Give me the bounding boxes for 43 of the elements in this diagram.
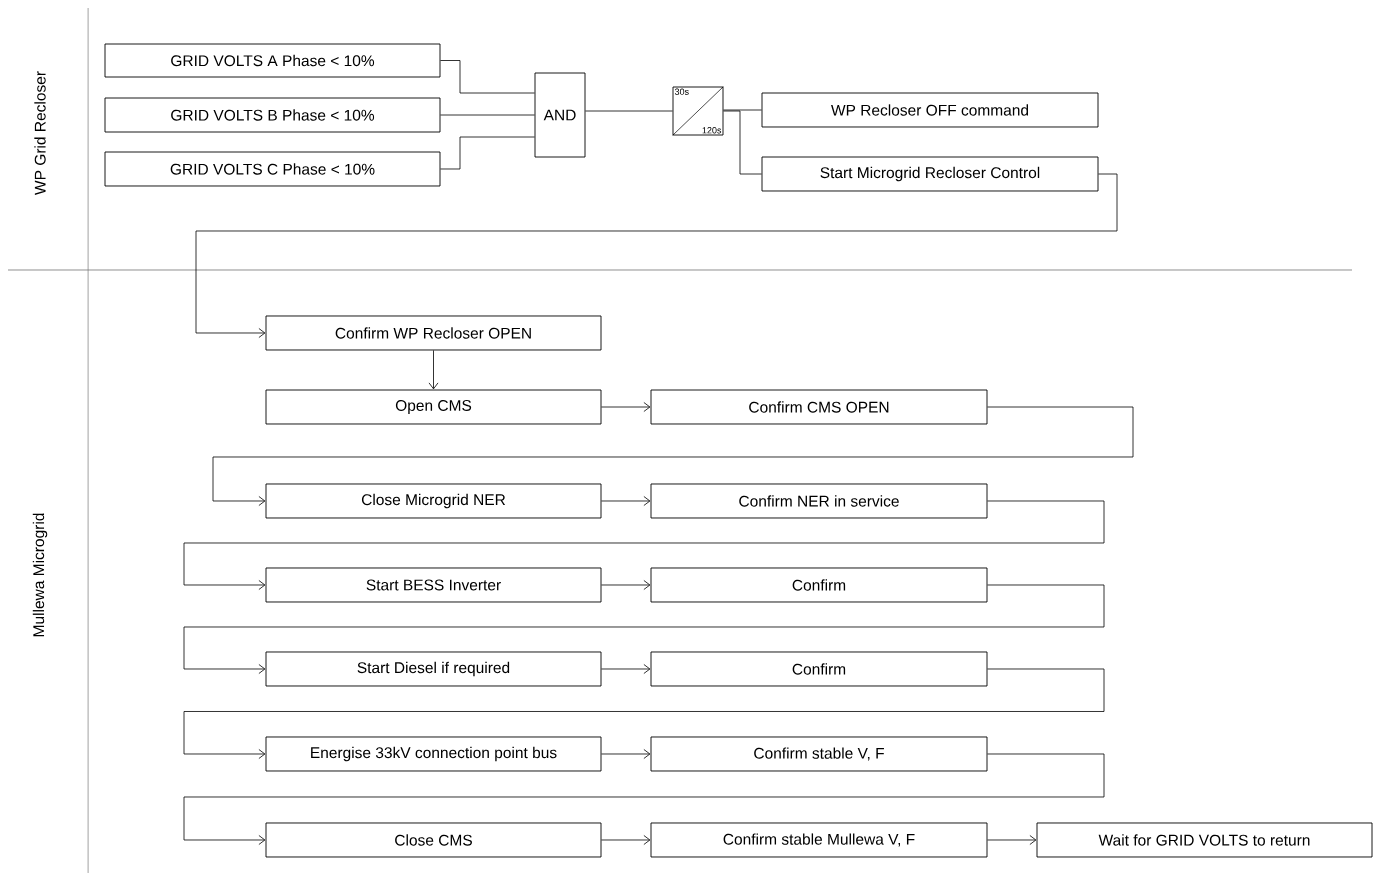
timer-box: 30s 120s <box>672 86 724 136</box>
arrow <box>601 496 651 506</box>
process-box: Confirm WP Recloser OPEN <box>265 315 602 351</box>
process-box: Close Microgrid NER <box>265 483 602 519</box>
connector-line <box>585 110 673 112</box>
arrow <box>601 835 651 845</box>
lane-label: Mullewa Microgrid <box>32 513 48 637</box>
process-box: Start Diesel if required <box>265 651 602 687</box>
process-box: WP Recloser OFF command <box>761 92 1099 128</box>
connector-line <box>440 114 535 116</box>
arrow <box>428 350 439 390</box>
lane-label: WP Grid Recloser <box>34 71 46 195</box>
process-box: Close CMS <box>265 822 602 858</box>
process-box: GRID VOLTS A Phase < 10% <box>104 43 441 78</box>
process-box: GRID VOLTS B Phase < 10% <box>104 97 441 133</box>
arrow <box>601 664 651 674</box>
process-box: Wait for GRID VOLTS to return <box>1036 822 1373 858</box>
process-box: Confirm NER in service <box>650 483 988 519</box>
arrow <box>601 580 651 590</box>
arrow <box>195 173 1118 338</box>
connector-line <box>440 60 535 94</box>
process-box: Confirm CMS OPEN <box>650 389 988 425</box>
process-box: Start BESS Inverter <box>265 567 602 603</box>
connector-line <box>723 110 762 175</box>
process-box: Confirm stable Mullewa V, F <box>650 822 988 858</box>
process-box: Confirm <box>650 651 988 687</box>
process-box: GRID VOLTS C Phase < 10% <box>104 151 441 187</box>
arrow <box>183 753 1105 845</box>
logic-gate: AND <box>534 72 586 158</box>
connector-line <box>723 109 762 111</box>
arrow <box>601 749 651 759</box>
arrow <box>212 406 1134 506</box>
arrow <box>601 402 651 412</box>
process-box: Confirm <box>650 567 988 603</box>
arrow <box>183 584 1105 674</box>
arrow <box>183 500 1105 590</box>
connector-line <box>440 136 535 170</box>
arrow <box>183 668 1105 759</box>
process-box: Energise 33kV connection point bus <box>265 736 602 772</box>
arrow <box>987 835 1037 845</box>
process-box: Open CMS <box>265 389 602 425</box>
process-box: Start Microgrid Recloser Control <box>761 156 1099 192</box>
process-box: Confirm stable V, F <box>650 736 988 772</box>
